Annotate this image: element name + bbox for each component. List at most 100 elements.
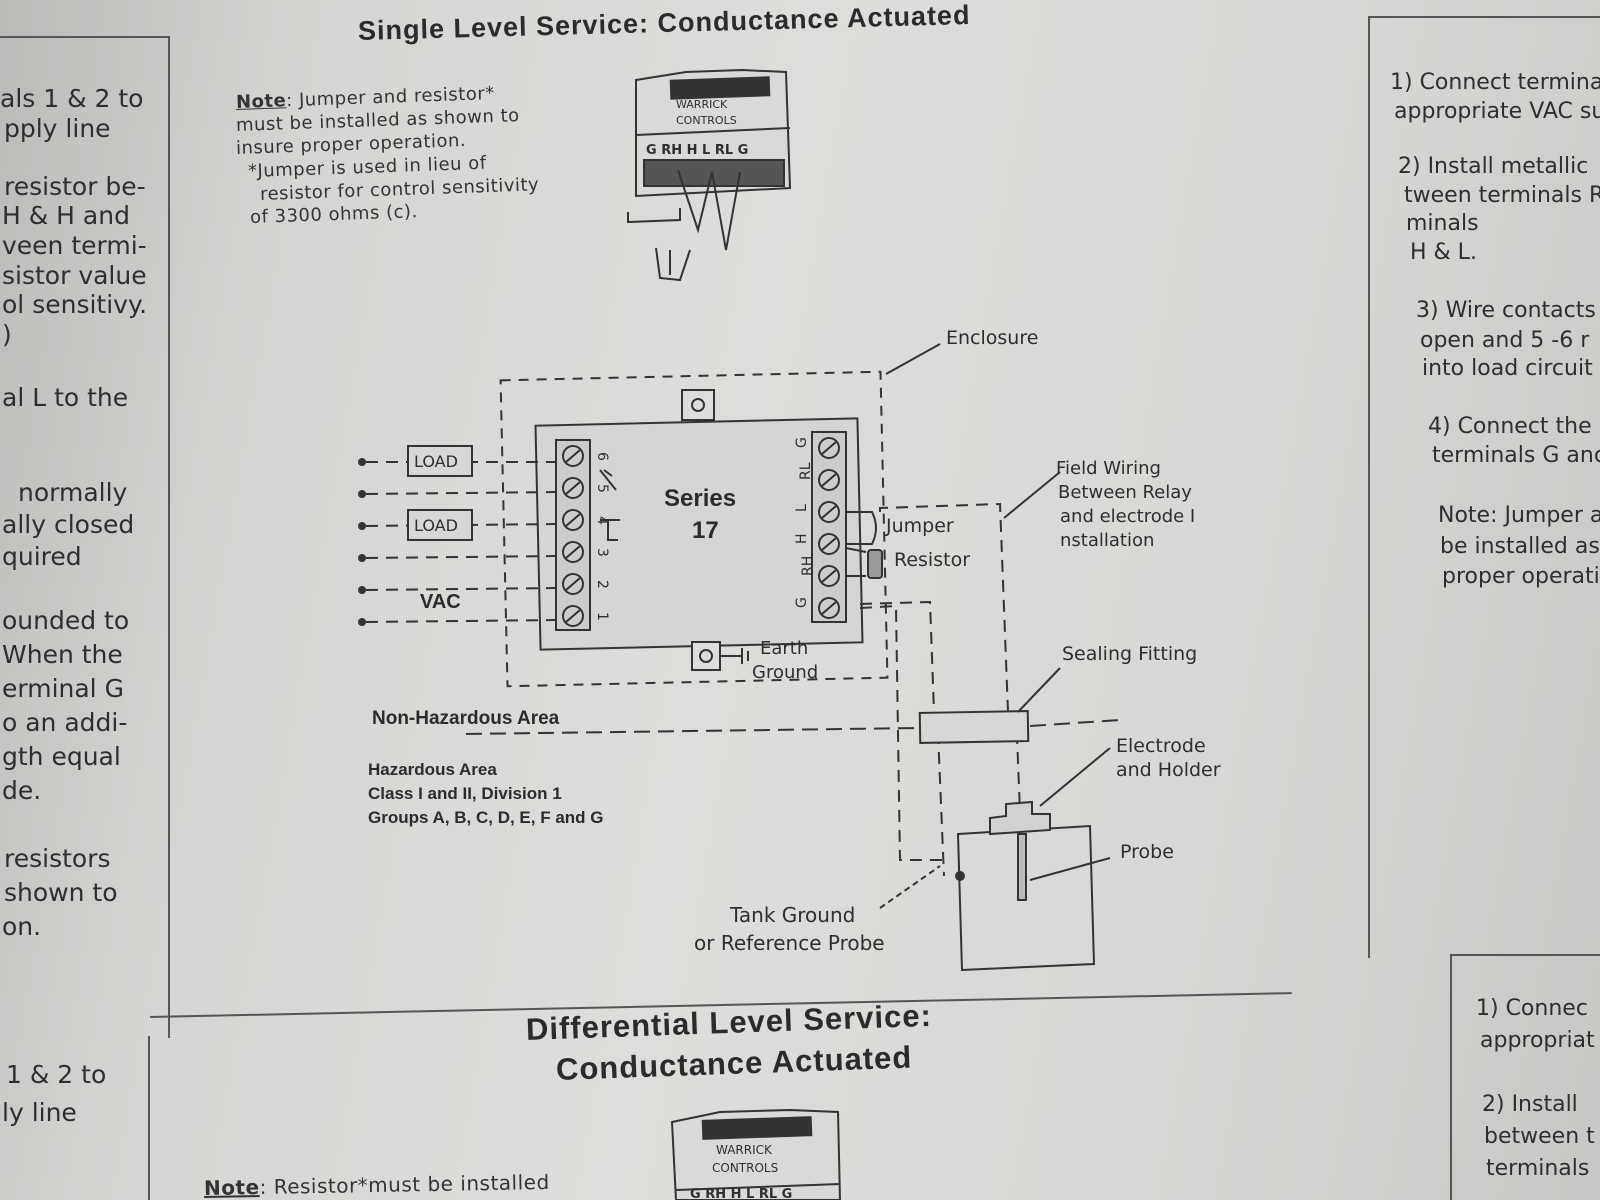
- hazardous-class: Class I and II, Division 1: [368, 784, 562, 803]
- field-wiring-label: and electrode I: [1060, 506, 1195, 527]
- earth-ground-label: Ground: [752, 662, 818, 683]
- note-label: Note: [203, 1175, 260, 1200]
- terminal-letter: G: [794, 437, 810, 448]
- left-line: ol sensitivy.: [2, 290, 148, 319]
- right-line: 1) Connect termina: [1390, 70, 1600, 95]
- note-line: : Resistor*must be installed: [259, 1169, 550, 1200]
- left-line: al L to the: [2, 383, 129, 412]
- left-line: 1 & 2 to: [6, 1060, 107, 1089]
- field-wiring-label: Field Wiring: [1056, 458, 1161, 479]
- right-line: 1) Connec: [1476, 996, 1588, 1021]
- right-line: tween terminals Rl: [1404, 183, 1600, 208]
- resistor-label: Resistor: [894, 549, 970, 571]
- terminal-letter: L: [794, 504, 810, 512]
- right-terminal-letters: G RL L H RH G: [794, 437, 816, 608]
- right-terminal-strip: [811, 431, 847, 623]
- terminal-number: 2: [594, 580, 610, 589]
- warrick-device-bottom: [670, 1108, 842, 1200]
- tank-ground-label: Tank Ground: [729, 903, 855, 927]
- right-line: proper operati: [1442, 564, 1600, 589]
- left-line: resistor be-: [4, 172, 146, 201]
- vac-label: VAC: [420, 591, 461, 613]
- left-line: als 1 & 2 to: [0, 84, 144, 113]
- right-column-border-lower: [1450, 954, 1600, 1200]
- non-hazardous-label: Non-Hazardous Area: [372, 708, 560, 729]
- left-line: o an addi-: [2, 708, 128, 737]
- right-column-border: [1368, 16, 1600, 958]
- device-terminal-labels: G RH H L RL G: [646, 143, 748, 158]
- right-line: 3) Wire contacts: [1416, 298, 1596, 323]
- left-line: gth equal: [2, 742, 121, 771]
- terminal-number: 1: [594, 612, 610, 621]
- left-line: When the: [2, 640, 123, 669]
- jumper-label: Jumper: [885, 515, 954, 537]
- terminal-letter: H: [794, 533, 810, 544]
- left-line: normally: [18, 478, 128, 507]
- load-label: LOAD: [414, 452, 458, 471]
- left-line: erminal G: [2, 674, 124, 703]
- warrick-device-top: [627, 68, 792, 282]
- terminal-letter: RH: [800, 556, 816, 576]
- load-wiring: [365, 461, 557, 623]
- series-number: 17: [692, 517, 719, 544]
- electrode-label: Electrode: [1116, 735, 1206, 757]
- right-line: Note: Jumper a: [1438, 503, 1600, 528]
- right-line: be installed as: [1440, 534, 1600, 559]
- terminal-number: 5: [594, 484, 610, 493]
- series-label: Series: [664, 485, 736, 512]
- left-column-border: [0, 36, 170, 1038]
- device-brand: CONTROLS: [712, 1161, 778, 1175]
- load-box: [407, 509, 473, 541]
- device-terminal-labels: G RH H L RL G: [690, 1187, 792, 1200]
- right-line: appropriate VAC su: [1394, 99, 1600, 124]
- sealing-fitting-label: Sealing Fitting: [1062, 643, 1197, 665]
- device-brand: WARRICK: [676, 98, 728, 111]
- left-line: ly line: [2, 1098, 77, 1127]
- field-wiring: [859, 502, 1021, 877]
- left-column-border-lower: [0, 1036, 150, 1200]
- terminal-number: 4: [594, 516, 610, 525]
- left-terminal-strip: [555, 439, 591, 631]
- right-line: between t: [1484, 1124, 1595, 1149]
- left-line: H & H and: [2, 201, 130, 230]
- right-line: open and 5 -6 r: [1420, 328, 1590, 353]
- right-line: 2) Install metallic: [1398, 154, 1589, 179]
- hazardous-groups: Groups A, B, C, D, E, F and G: [368, 808, 604, 827]
- right-line: terminals G anc: [1432, 443, 1600, 468]
- load-label: LOAD: [414, 516, 458, 535]
- device-brand: WARRICK: [716, 1143, 773, 1157]
- hazardous-label: Hazardous Area: [368, 760, 497, 779]
- right-line: into load circuit a: [1422, 356, 1600, 381]
- left-terminal-numbers: 6 5 4 3 2 1: [594, 452, 610, 621]
- left-line: de.: [2, 776, 42, 805]
- field-wiring-label: nstallation: [1060, 530, 1154, 551]
- right-line: appropriat: [1480, 1028, 1595, 1053]
- left-line: veen termi-: [2, 231, 147, 260]
- sealing-fitting: [918, 710, 1030, 744]
- right-line: minals: [1406, 211, 1479, 236]
- terminal-letter: G: [794, 597, 810, 608]
- hazard-boundary: [465, 719, 1121, 735]
- terminal-number: 3: [594, 548, 610, 557]
- right-line: 4) Connect the: [1428, 414, 1592, 439]
- field-wiring-label: Between Relay: [1058, 482, 1192, 503]
- left-line: ounded to: [2, 606, 130, 635]
- left-line: ): [2, 320, 12, 349]
- left-line: pply line: [4, 114, 111, 143]
- probe-label: Probe: [1120, 841, 1174, 863]
- terminal-number: 6: [594, 452, 610, 461]
- enclosure-outline: [499, 370, 889, 688]
- tank-ground-label: or Reference Probe: [694, 931, 885, 955]
- terminal-letter: RL: [798, 462, 814, 480]
- right-line: H & L.: [1410, 240, 1477, 265]
- earth-ground-label: Earth: [760, 638, 808, 659]
- left-line: shown to: [4, 878, 118, 907]
- left-line: quired: [2, 542, 82, 571]
- right-line: 2) Install: [1482, 1092, 1578, 1117]
- jumper-wire: [846, 511, 877, 545]
- left-line: on.: [2, 912, 42, 941]
- load-box: [407, 445, 473, 477]
- left-line: sistor value: [2, 261, 147, 290]
